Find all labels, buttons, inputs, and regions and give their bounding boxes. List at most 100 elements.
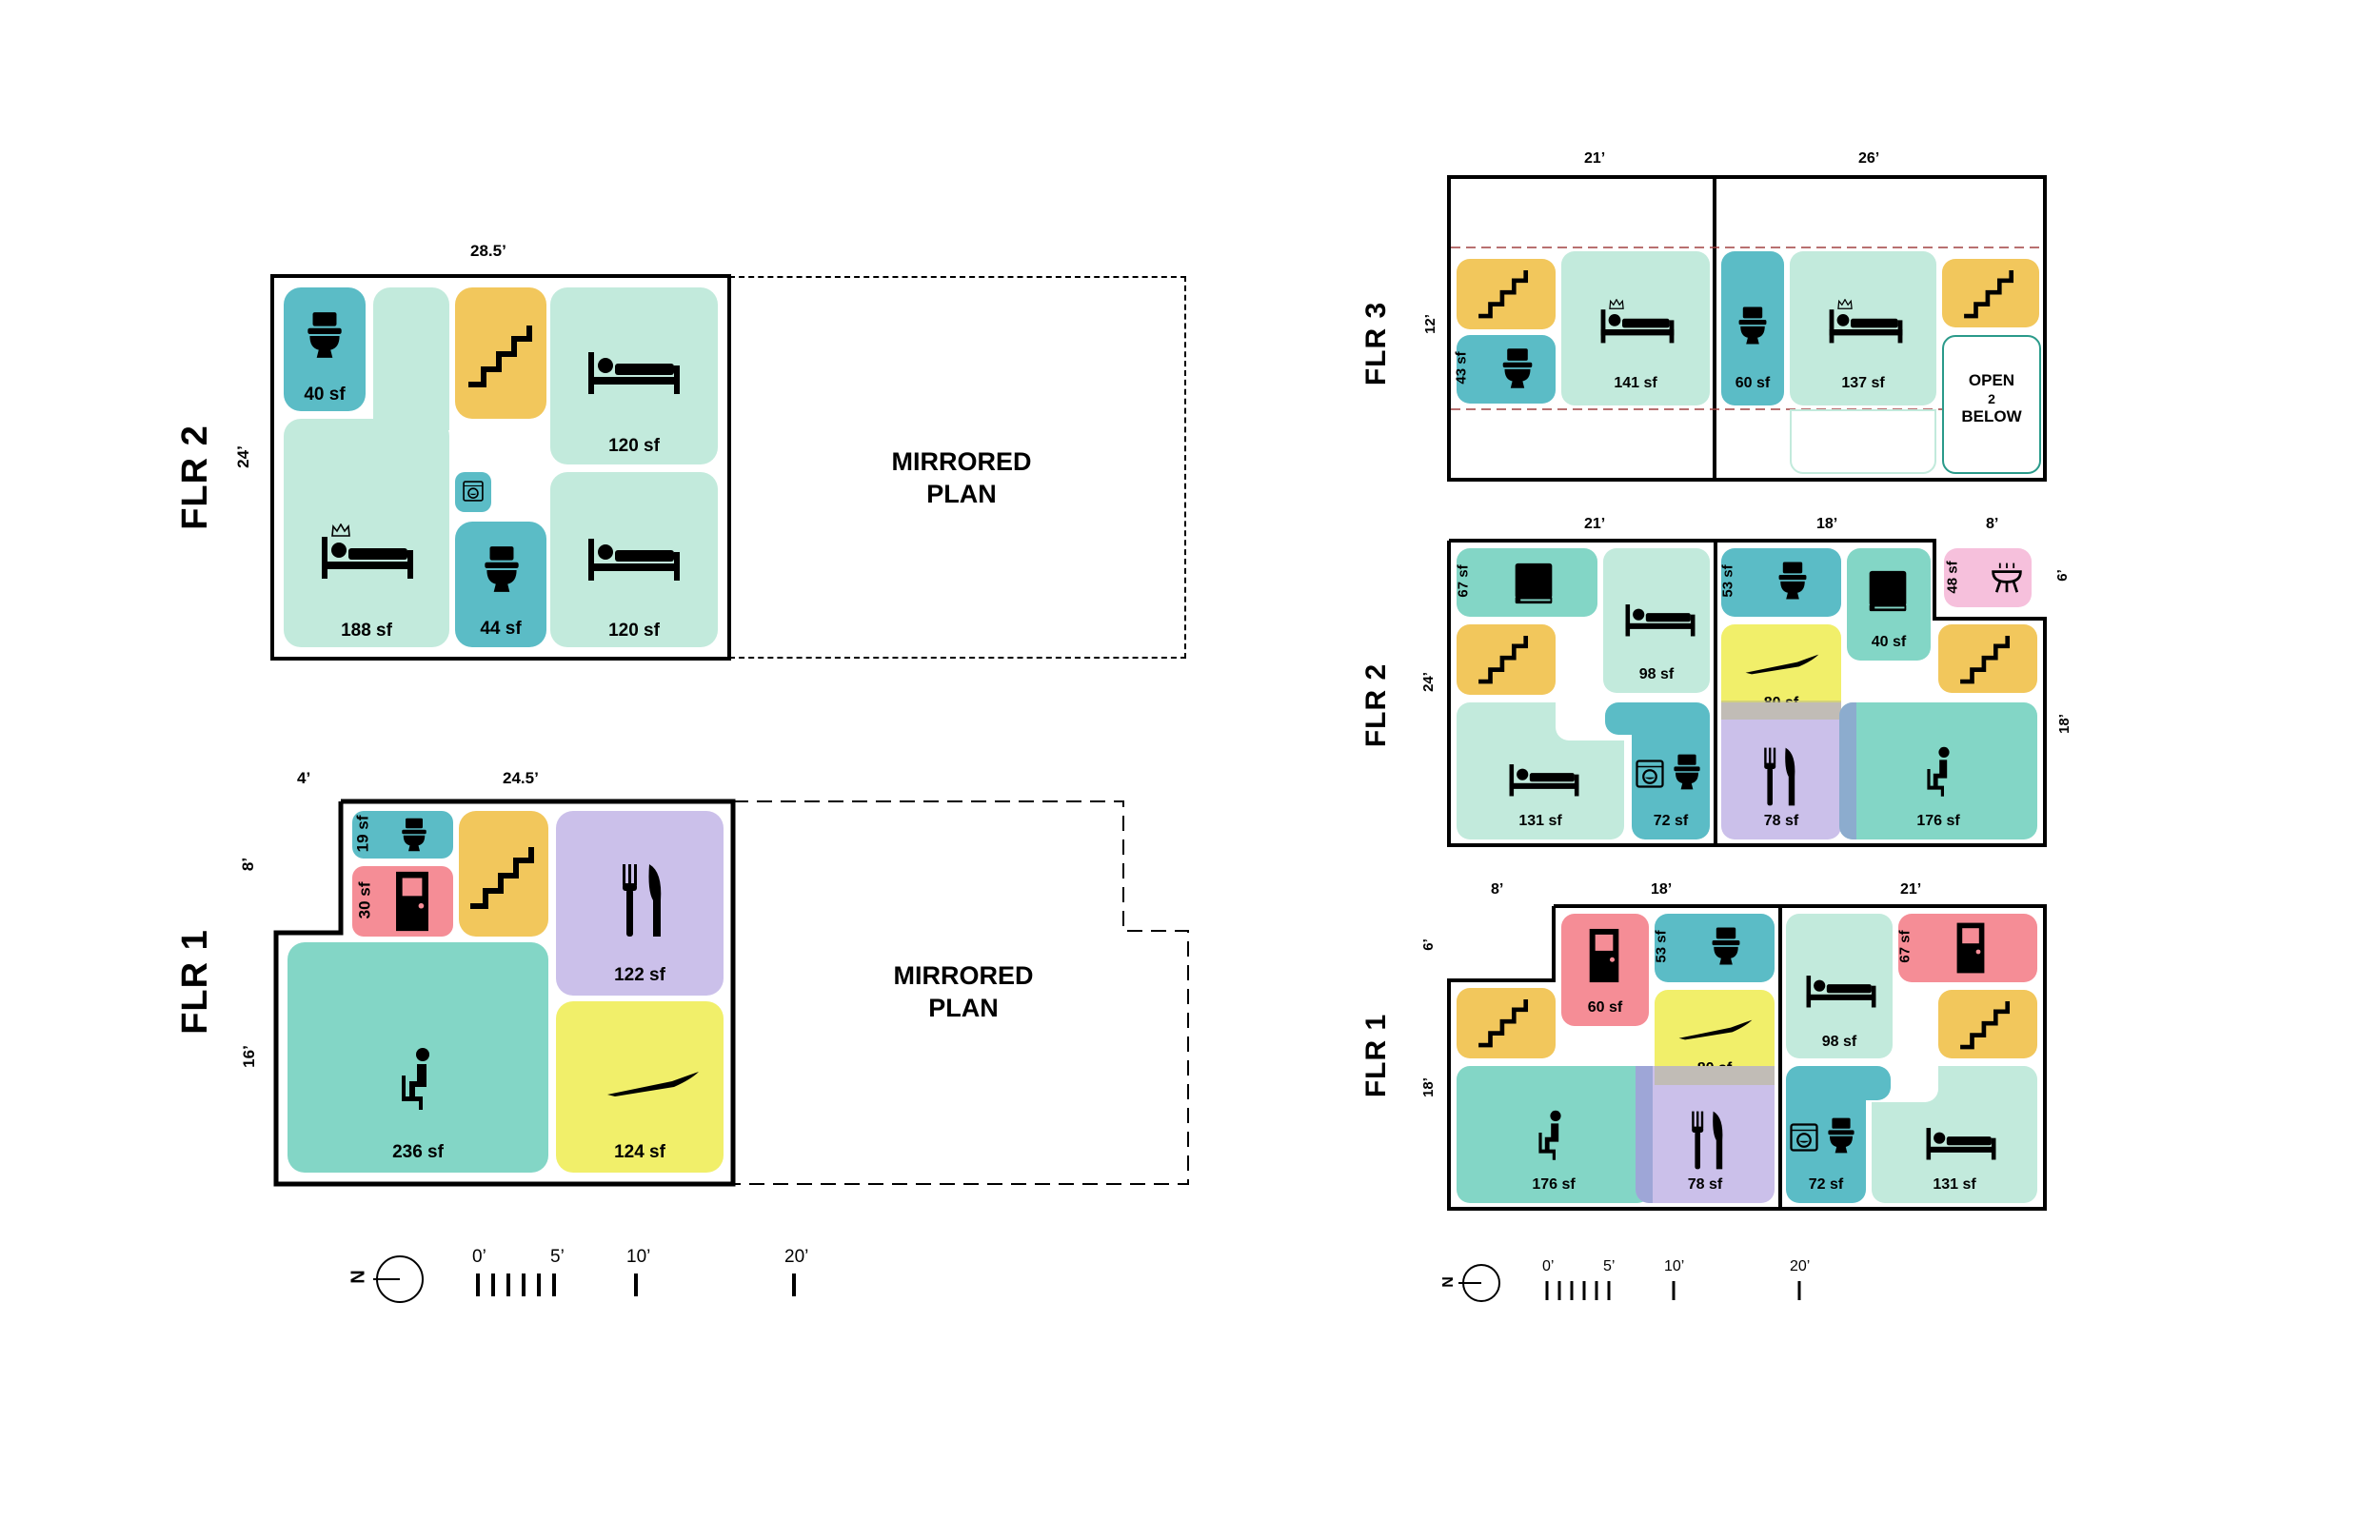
knife-icon (1677, 1018, 1754, 1041)
right-flr3-bed-b-area: 137 sf (1841, 375, 1885, 391)
right-scale-bar (1545, 1281, 1801, 1300)
left-flr1-dining: 122 sf (556, 811, 724, 996)
door-icon (1588, 927, 1620, 984)
left-flr1-mirrored-label: MIRRORED PLAN (868, 959, 1059, 1024)
left-flr2-bed-master: 188 sf (284, 419, 449, 647)
toilet-icon (1826, 1116, 1856, 1155)
left-scale-0: 0’ (472, 1247, 486, 1267)
right-flr3-stair-a (1457, 259, 1556, 329)
right-flr1-stair (1457, 988, 1556, 1058)
right-flr1-entry-a: 60 sf (1561, 914, 1649, 1026)
left-flr2-bath1: 40 sf (284, 287, 366, 411)
left-flr1-dining-area: 122 sf (614, 965, 665, 985)
right-flr1-entry-b: 67 sf (1896, 914, 2037, 982)
right-flr1-dim-c: 21’ (1900, 881, 1922, 898)
right-flr2-grill: 48 sf (1944, 548, 2032, 607)
right-flr1-bath-a-area: 53 sf (1653, 930, 1670, 963)
right-flr2-bath-a-area: 72 sf (1653, 813, 1689, 829)
right-flr3-bath-a: 43 sf (1454, 335, 1556, 404)
left-flr2-bed2: 120 sf (550, 472, 718, 647)
left-flr1-kitchen: 124 sf (556, 1001, 724, 1173)
right-scale-20: 20’ (1790, 1258, 1811, 1274)
left-flr2-mirrored-line2: PLAN (926, 480, 997, 508)
left-flr2-bed2-area: 120 sf (608, 621, 660, 641)
left-flr1-living-area: 236 sf (392, 1142, 444, 1162)
left-flr2-bed1-area: 120 sf (608, 436, 660, 456)
right-flr2-office-b-area: 40 sf (1871, 634, 1907, 650)
right-scale-0: 0’ (1542, 1258, 1555, 1274)
right-flr2-bed-a: 98 sf (1603, 548, 1710, 693)
right-flr2-dining: 78 sf (1721, 702, 1841, 839)
bed-icon (1805, 973, 1877, 1009)
right-flr3-bed-a-area: 141 sf (1614, 375, 1657, 391)
right-flr1-bed-a-area: 98 sf (1821, 1034, 1857, 1050)
right-flr3-open-below: OPEN 2 BELOW (1942, 335, 2041, 474)
right-flr2-living-overlap (1839, 702, 1856, 839)
left-flr1-half-bath: 19 sf (352, 811, 453, 859)
right-flr2-kitchen-overlap (1721, 701, 1841, 720)
left-north-arrow (373, 1255, 424, 1303)
washer-icon (1790, 1123, 1818, 1152)
left-scale-bar (476, 1273, 796, 1296)
right-flr3-dim-a: 21’ (1584, 150, 1606, 167)
right-flr3-bed-b-lower (1790, 409, 1936, 474)
right-flr2-living-area: 176 sf (1916, 813, 1960, 829)
left-flr2-bed-master-area: 188 sf (341, 621, 392, 641)
right-flr2-dim-a: 21’ (1584, 516, 1606, 532)
right-flr2-stair (1457, 624, 1556, 695)
left-flr2-stair (455, 287, 546, 419)
right-flr3-open-below-label: OPEN 2 BELOW (1944, 371, 2039, 426)
left-flr2-mirrored-line1: MIRRORED (891, 447, 1032, 476)
left-flr2-mirror-outline (729, 276, 1186, 659)
stair-icon (1957, 997, 2016, 1051)
left-flr2-laundry (455, 472, 491, 512)
cutlery-icon (1689, 1110, 1727, 1171)
right-flr1-dining: 78 sf (1636, 1066, 1775, 1203)
right-flr2-office-b: 40 sf (1847, 548, 1931, 661)
open-line3: BELOW (1961, 407, 2022, 425)
right-flr3-bath-b: 60 sf (1721, 251, 1784, 405)
left-flr2-walls (270, 274, 731, 661)
right-flr1-entry-b-area: 67 sf (1896, 930, 1914, 963)
right-flr1-bath-b-area: 72 sf (1808, 1176, 1844, 1193)
right-flr1-living-overlap (1636, 1066, 1653, 1203)
left-flr2-bed1: 120 sf (550, 287, 718, 464)
right-flr1-entry-a-area: 60 sf (1587, 999, 1623, 1016)
right-flr3-divider (1713, 175, 1716, 482)
right-flr1-dim-a: 8’ (1491, 881, 1504, 898)
chair-icon (1533, 1110, 1571, 1163)
right-flr2-bath-a: 72 sf (1632, 733, 1710, 839)
right-flr2-living: 176 sf (1839, 702, 2037, 839)
left-flr1-living: 236 sf (288, 942, 548, 1173)
stair-icon (1476, 996, 1535, 1049)
open-line1: OPEN (1968, 371, 2015, 389)
right-flr3-bed-b: 137 sf (1790, 251, 1936, 405)
right-flr1-stair-b (1938, 990, 2037, 1058)
left-flr1-width-dim: 24.5’ (503, 769, 539, 787)
right-flr2-dim-c: 8’ (1986, 516, 1999, 532)
left-flr2-width-dim: 28.5’ (470, 242, 506, 260)
right-flr1-kitchen-overlap (1655, 1066, 1775, 1085)
right-flr3-bed-a: 141 sf (1561, 251, 1710, 405)
open-line2: 2 (1988, 391, 1995, 406)
bed-icon (1925, 1125, 1997, 1161)
right-flr2-bath-a-top (1605, 702, 1710, 735)
left-flr1-stair (459, 811, 548, 937)
right-flr1-dining-area: 78 sf (1687, 1176, 1723, 1193)
right-flr2-office-a: 67 sf (1456, 548, 1597, 617)
left-flr2-mirrored-label: MIRRORED PLAN (866, 445, 1057, 510)
right-flr1-bed-a: 98 sf (1786, 914, 1893, 1058)
right-flr1-bath-b-top-fix (1866, 1066, 1891, 1100)
right-flr2-dining-area: 78 sf (1763, 813, 1799, 829)
door-icon (1955, 919, 1986, 977)
left-flr2-bath2: 44 sf (455, 522, 546, 647)
right-flr3-bath-b-area: 60 sf (1735, 375, 1771, 391)
right-scale-10: 10’ (1664, 1258, 1685, 1274)
right-flr3-dim-b: 26’ (1858, 150, 1880, 167)
toilet-icon (1710, 925, 1742, 967)
left-flr1-mirrored-line2: PLAN (928, 994, 999, 1022)
left-flr1-mirrored-line1: MIRRORED (893, 961, 1034, 990)
right-flr2-stair-b (1938, 624, 2037, 693)
